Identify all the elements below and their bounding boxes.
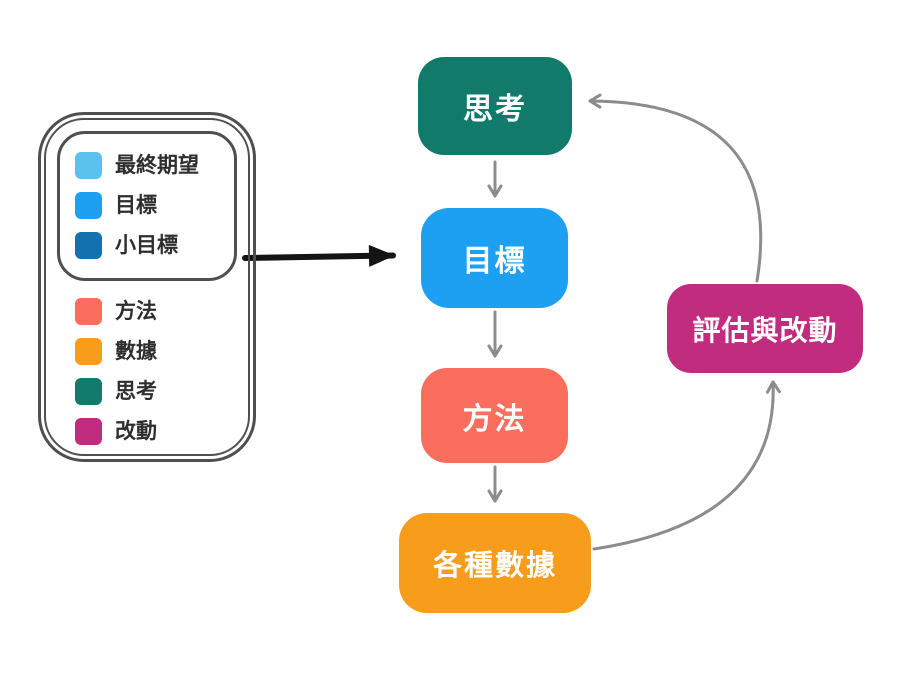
legend-label-change: 改動: [115, 419, 157, 443]
legend-goal-group-box: [57, 131, 237, 281]
legend-swatch-goal: [75, 191, 102, 219]
legend-label-small-goal: 小目標: [115, 233, 178, 257]
legend-swatch-small-goal: [75, 231, 102, 259]
legend-label-data: 數據: [115, 339, 157, 363]
legend-item-final-expectation: 最終期望: [75, 145, 199, 185]
flow-node-think: 思考: [418, 57, 572, 155]
legend-item-change: 改動: [75, 411, 157, 451]
legend-item-think: 思考: [75, 371, 157, 411]
legend-goal-group: 最終期望 目標 小目標: [75, 145, 199, 265]
legend-swatch-data: [75, 337, 102, 365]
legend-flow-group: 方法 數據 思考 改動: [75, 291, 157, 451]
legend: 最終期望 目標 小目標 方法 數據 思考: [38, 112, 256, 462]
legend-swatch-method: [75, 297, 102, 325]
legend-swatch-final-expectation: [75, 151, 102, 179]
legend-item-small-goal: 小目標: [75, 225, 199, 265]
legend-item-method: 方法: [75, 291, 157, 331]
legend-swatch-change: [75, 417, 102, 445]
arrow-legend-to-goal: [242, 244, 396, 267]
legend-label-method: 方法: [115, 299, 157, 323]
legend-label-goal: 目標: [115, 193, 157, 217]
flow-node-goal: 目標: [421, 208, 568, 308]
legend-label-final-expectation: 最終期望: [115, 153, 199, 177]
legend-swatch-think: [75, 377, 102, 405]
arrow-data-to-evaluate: [592, 380, 781, 551]
arrow-evaluate-to-think: [588, 93, 763, 283]
flow-node-evaluate: 評估與改動: [667, 284, 863, 373]
legend-label-think: 思考: [115, 379, 157, 403]
legend-item-data: 數據: [75, 331, 157, 371]
flow-node-method: 方法: [421, 368, 568, 463]
legend-item-goal: 目標: [75, 185, 199, 225]
flow-node-data: 各種數據: [399, 513, 591, 613]
